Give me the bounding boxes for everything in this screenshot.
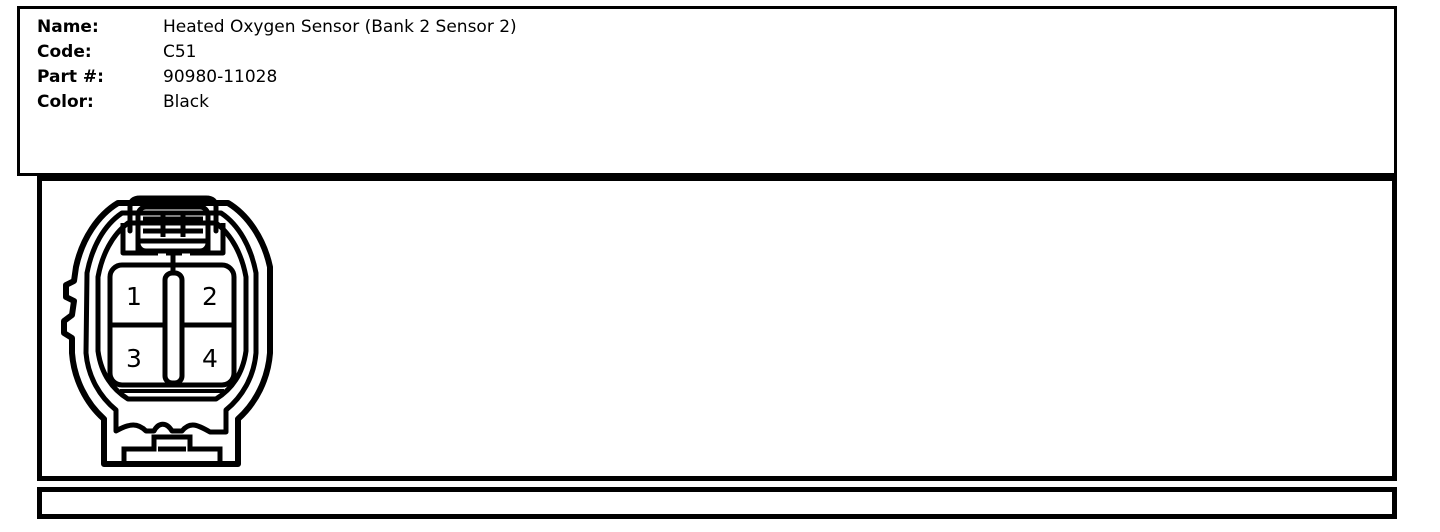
housing-outer-shell xyxy=(61,200,273,467)
bottom-strip-box xyxy=(37,487,1397,519)
latch-right-pillar xyxy=(205,223,226,256)
housing-inner-contour xyxy=(95,220,249,402)
info-label-part-number: Part #: xyxy=(37,67,104,87)
info-value-color: Black xyxy=(163,92,209,112)
connector-info-list: Name: Heated Oxygen Sensor (Bank 2 Senso… xyxy=(37,17,517,117)
info-value-name: Heated Oxygen Sensor (Bank 2 Sensor 2) xyxy=(163,17,517,37)
pin-number-1: 1 xyxy=(126,282,142,311)
info-label-name: Name: xyxy=(37,17,99,37)
center-key-post xyxy=(162,270,185,386)
connector-info-box: Name: Heated Oxygen Sensor (Bank 2 Senso… xyxy=(17,6,1397,176)
connector-illustration: 1 2 3 4 xyxy=(46,181,296,476)
info-value-part-number: 90980-11028 xyxy=(163,67,278,87)
housing-mid-contour xyxy=(83,210,259,435)
info-row-part-number: Part #: 90980-11028 xyxy=(37,67,517,92)
info-row-color: Color: Black xyxy=(37,92,517,117)
pin-number-2: 2 xyxy=(202,282,218,311)
pin-number-4: 4 xyxy=(202,344,218,373)
latch-left-pillar xyxy=(120,223,141,256)
info-row-name: Name: Heated Oxygen Sensor (Bank 2 Senso… xyxy=(37,17,517,42)
pin-number-3: 3 xyxy=(126,344,142,373)
bottom-mounting-tab xyxy=(121,434,223,464)
latch-outer-bracket xyxy=(127,195,219,234)
info-label-color: Color: xyxy=(37,92,94,112)
connector-diagram-box: 1 2 3 4 xyxy=(37,176,1397,481)
connector-face-view-svg: 1 2 3 4 xyxy=(61,195,273,467)
info-label-code: Code: xyxy=(37,42,92,62)
info-row-code: Code: C51 xyxy=(37,42,517,67)
info-value-code: C51 xyxy=(163,42,197,62)
